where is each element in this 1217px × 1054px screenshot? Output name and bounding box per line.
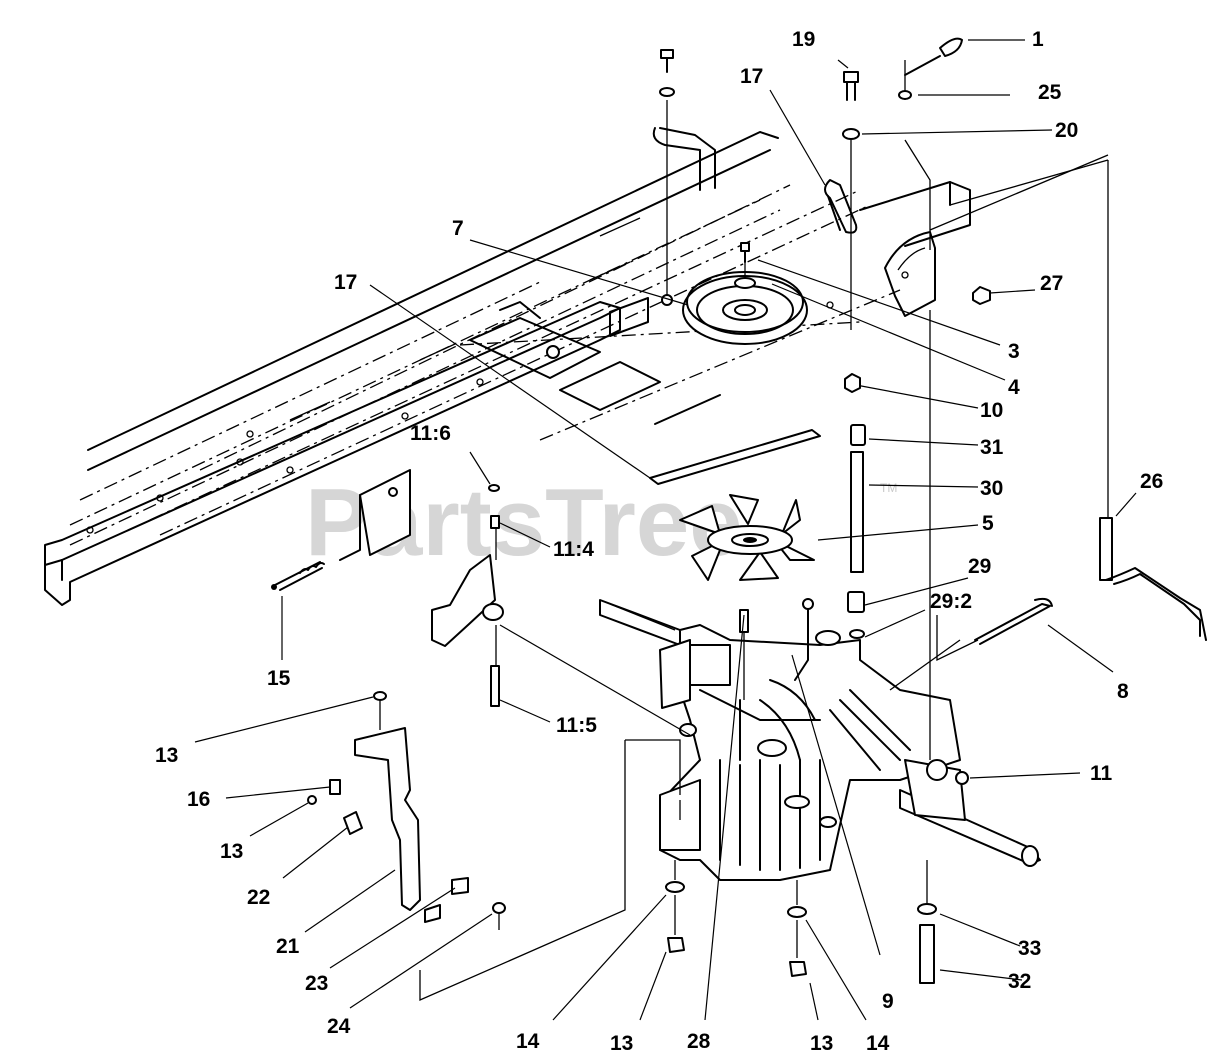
callout-13-mid-left: 13 <box>220 840 243 863</box>
link-17-upper <box>824 179 858 234</box>
callout-26: 26 <box>1140 470 1163 493</box>
callout-29: 29 <box>968 555 991 578</box>
callout-7: 7 <box>452 217 464 240</box>
callout-19: 19 <box>792 28 815 51</box>
bottom-hardware <box>665 860 937 984</box>
callout-14-right: 14 <box>866 1032 890 1054</box>
callout-13-bottom-right: 13 <box>810 1032 833 1054</box>
belt-guide-17 <box>649 394 821 485</box>
link-8 <box>974 597 1053 645</box>
callout-25: 25 <box>1038 81 1062 104</box>
rail-bracket <box>469 297 661 411</box>
callout-14-left: 14 <box>516 1030 540 1053</box>
callout-13-bottom-left: 13 <box>610 1032 633 1054</box>
callout-9: 9 <box>882 990 894 1013</box>
callout-11-4: 11:4 <box>553 538 594 561</box>
rod-26 <box>1099 160 1207 641</box>
bolt-19 <box>842 71 860 330</box>
hose-assembly <box>847 424 866 639</box>
callout-11-5: 11:5 <box>556 714 597 737</box>
callout-11-6: 11:6 <box>410 422 451 445</box>
callout-20: 20 <box>1055 119 1078 142</box>
callout-4: 4 <box>1008 376 1020 399</box>
leader-lines <box>194 39 1137 1021</box>
callout-15: 15 <box>267 667 291 690</box>
callout-31: 31 <box>980 436 1004 459</box>
callout-3: 3 <box>1008 340 1020 363</box>
arm-bracket <box>431 484 504 707</box>
callout-10: 10 <box>980 399 1003 422</box>
callout-8: 8 <box>1117 680 1129 703</box>
callout-23: 23 <box>305 972 328 995</box>
callout-17-upper: 17 <box>740 65 763 88</box>
watermark-trademark: TM <box>880 481 897 495</box>
callout-16: 16 <box>187 788 210 811</box>
transmission <box>599 598 1041 881</box>
upper-bolt-left <box>652 49 716 306</box>
control-bracket <box>307 691 506 930</box>
top-right-hardware <box>844 37 991 393</box>
callout-30: 30 <box>980 477 1003 500</box>
fan <box>679 494 815 581</box>
pulley-hardware <box>734 242 756 289</box>
callout-11: 11 <box>1090 762 1113 785</box>
spring-bracket <box>271 469 411 591</box>
callout-33: 33 <box>1018 937 1041 960</box>
construction-lines <box>419 60 1109 1001</box>
callout-32: 32 <box>1008 970 1031 993</box>
callout-29-2: 29:2 <box>930 590 972 613</box>
callout-13-left: 13 <box>155 744 178 767</box>
callout-27: 27 <box>1040 272 1063 295</box>
callout-17-lower: 17 <box>334 271 357 294</box>
callout-labels: 1 19 17 25 20 7 17 27 3 4 10 31 11:6 30 … <box>155 28 1163 1054</box>
right-bracket <box>884 231 936 317</box>
callout-24: 24 <box>327 1015 351 1038</box>
callout-21: 21 <box>276 935 300 958</box>
callout-28: 28 <box>687 1030 711 1053</box>
callout-22: 22 <box>247 886 270 909</box>
callout-5: 5 <box>982 512 994 535</box>
callout-1: 1 <box>1032 28 1044 51</box>
